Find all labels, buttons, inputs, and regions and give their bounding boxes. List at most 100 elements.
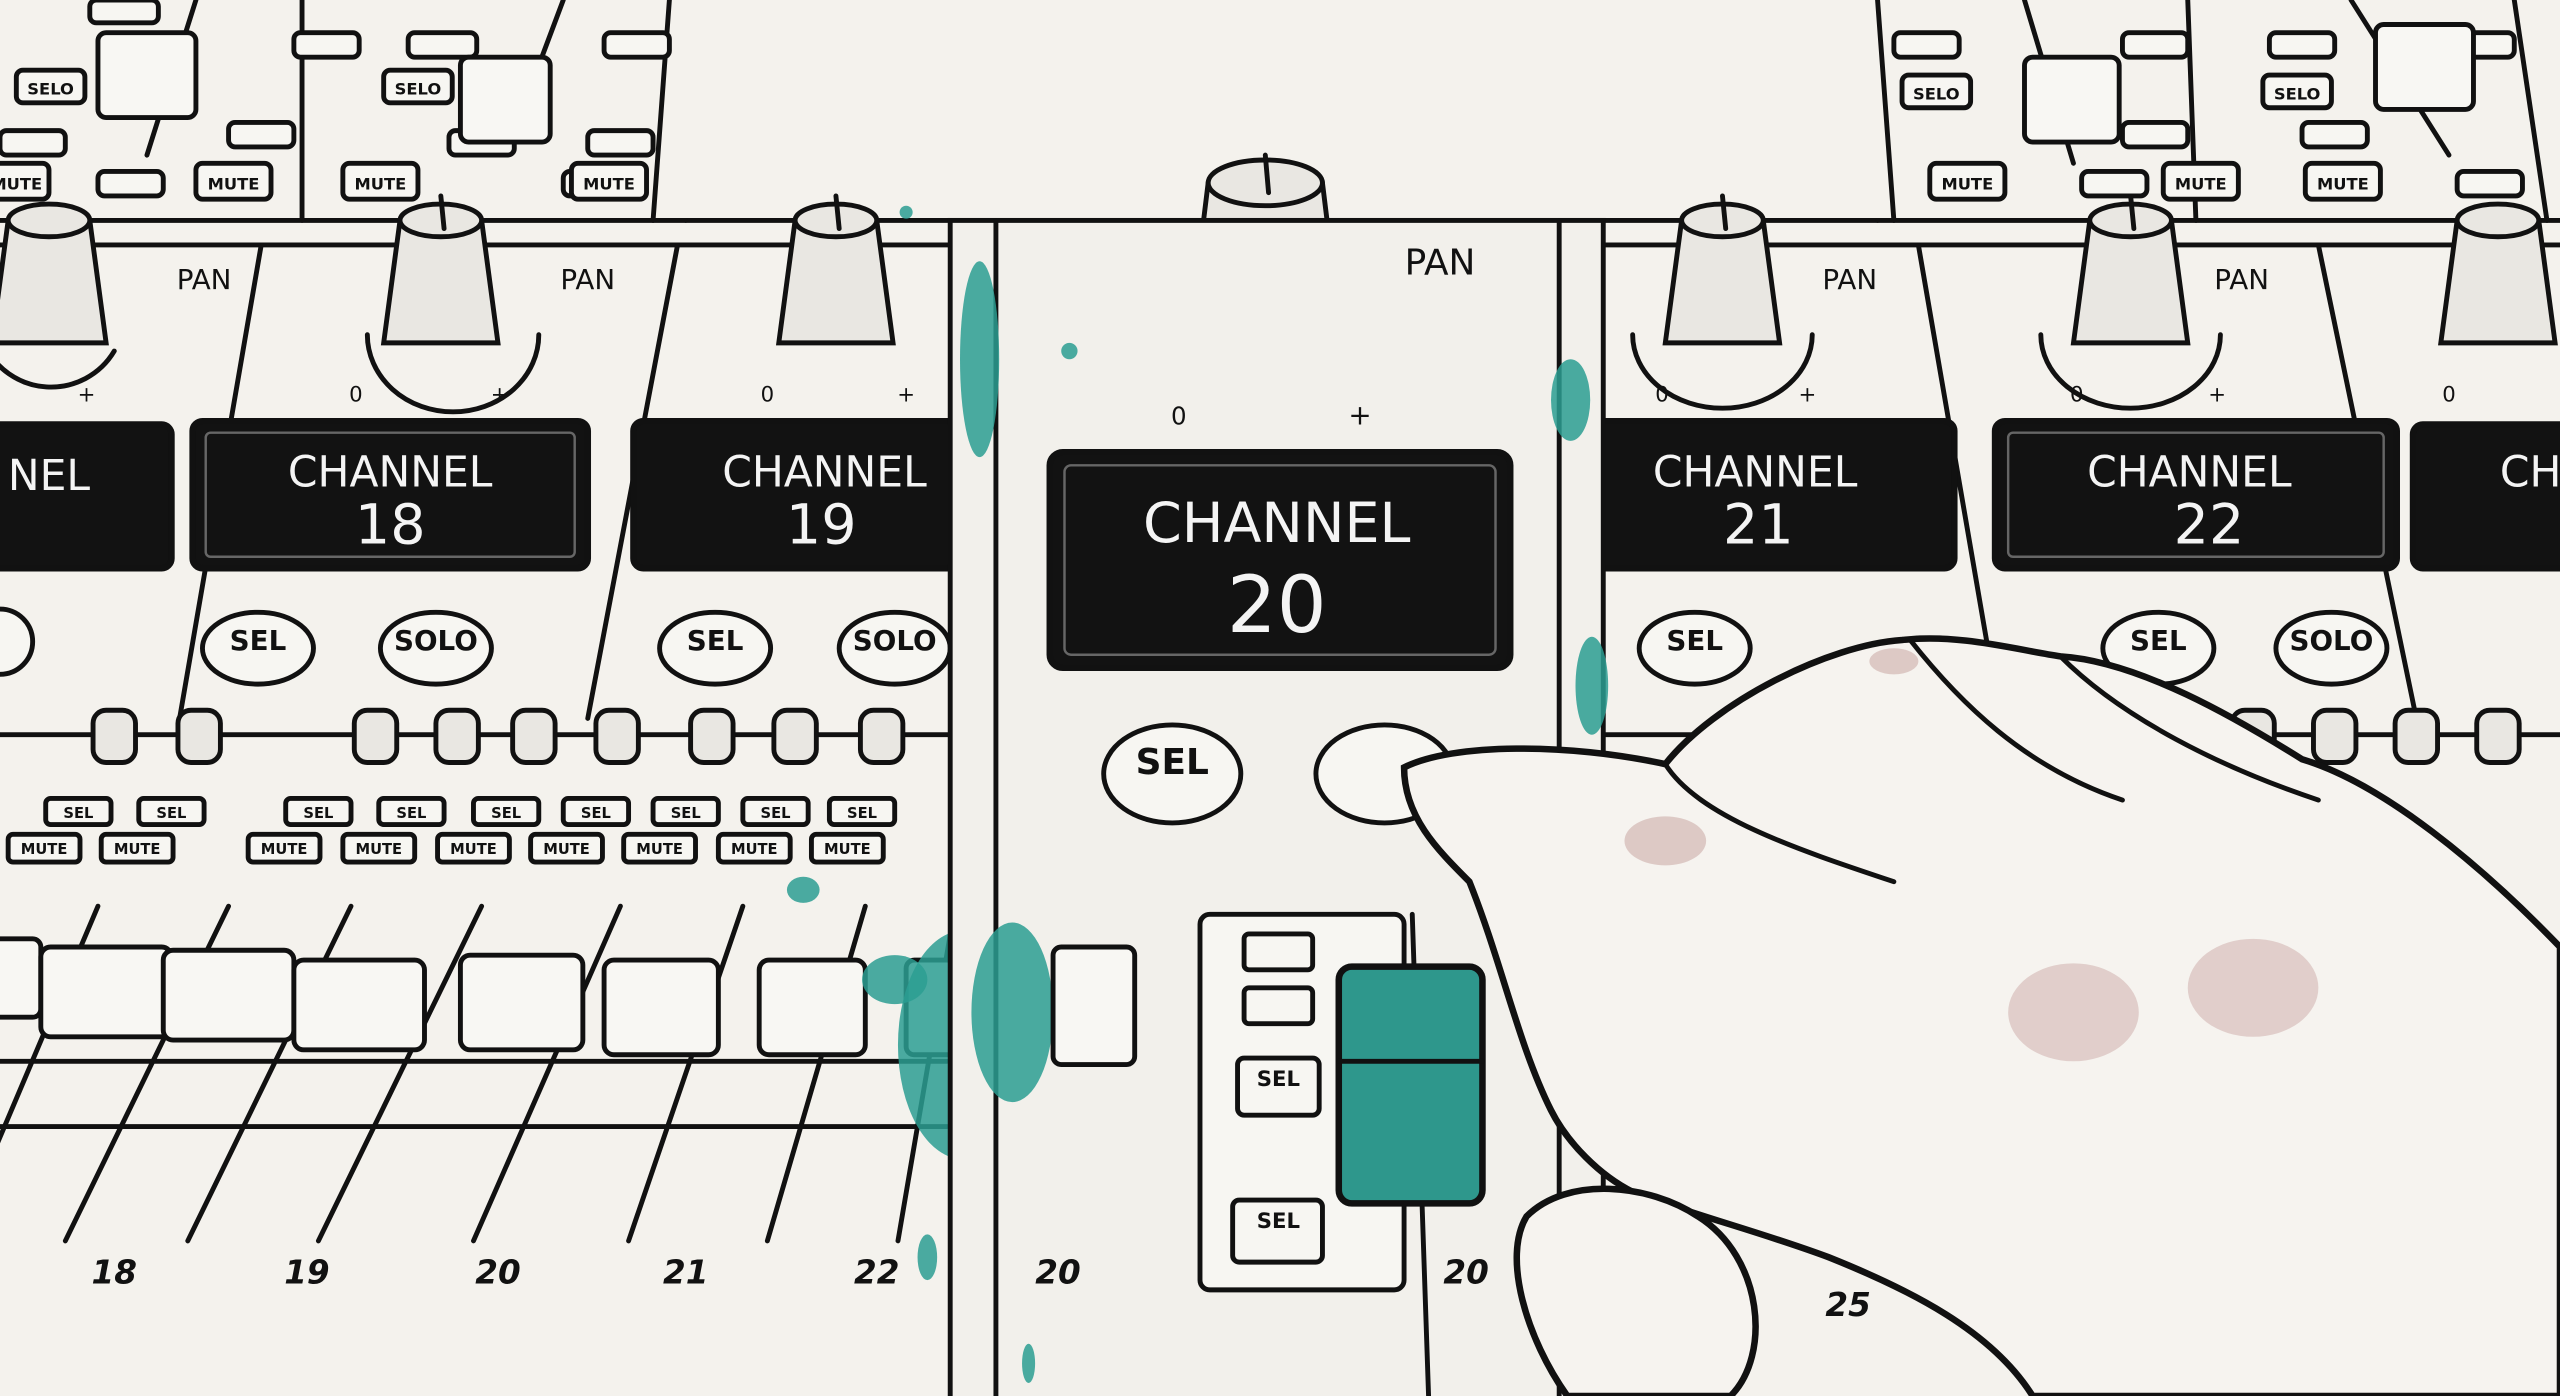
partial_right_display-label: CH <box>2500 449 2560 498</box>
rect-shape <box>2120 30 2191 60</box>
rect-shape <box>2079 168 2150 199</box>
rect-shape <box>1991 417 2400 572</box>
rect-shape <box>601 957 721 1058</box>
buttons-mute-label: MUTE <box>2175 174 2227 193</box>
ellipse-shape <box>2273 609 2390 687</box>
rect-shape <box>283 795 354 827</box>
line-shape <box>1720 193 1729 232</box>
buttons-mute-label: MUTE <box>824 841 871 858</box>
rect-shape <box>90 707 138 765</box>
rect-shape <box>650 795 721 827</box>
buttons-sel-label: SEL <box>230 624 287 657</box>
buttons-sel-label: SEL <box>396 805 426 822</box>
rect-shape <box>1899 72 1974 111</box>
buttons-selo-label: SELO <box>2274 85 2321 104</box>
buttons-mute-label: MUTE <box>0 174 42 193</box>
rect-shape <box>175 707 223 765</box>
rect-shape <box>715 831 793 865</box>
rect-shape <box>160 947 297 1043</box>
pan-knob <box>364 193 542 415</box>
channels-2-label-label: CHANNEL <box>1143 491 1411 556</box>
rect-shape <box>560 795 632 827</box>
path-shape <box>2038 332 2223 411</box>
channels-4-label-label: CHANNEL <box>2087 449 2292 498</box>
buttons-sel-label: SEL <box>761 805 791 822</box>
buttons-sel-label: SEL <box>1257 1209 1300 1234</box>
buttons-sel-label: SEL <box>491 805 521 822</box>
rect-shape <box>2302 160 2383 202</box>
buttons-mute-label: MUTE <box>208 174 260 193</box>
fader_numbers-0-label: 18 <box>92 1253 137 1291</box>
line-shape <box>471 903 623 1244</box>
fader-caps <box>0 936 958 1058</box>
buttons-sel-label: SEL <box>671 805 701 822</box>
pan-max-label: + <box>897 383 915 408</box>
fader_numbers-4-label: 22 <box>854 1253 899 1291</box>
sel-solo-buttons: SEL SOLO SEL SOLO SEL SEL SOLO <box>0 606 2390 687</box>
channels-1-number-label: 19 <box>786 493 857 558</box>
path-shape <box>1662 761 1897 885</box>
rect-shape <box>1335 963 1486 1207</box>
rect-shape <box>340 831 418 865</box>
ellipse-shape <box>1061 342 1078 360</box>
rect-shape <box>193 160 274 202</box>
buttons-sel-label: SEL <box>1257 1067 1300 1092</box>
rect-shape <box>2160 160 2241 202</box>
rect-shape <box>826 795 898 827</box>
line-shape <box>438 193 447 232</box>
rect-shape <box>2299 120 2370 150</box>
rect-shape <box>204 431 576 558</box>
ellipse-shape <box>1575 636 1609 735</box>
buttons-selo-label: SELO <box>27 80 74 99</box>
line-shape <box>626 903 746 1244</box>
rect-shape <box>601 30 672 60</box>
pan-min-label: 0 <box>2070 383 2084 408</box>
buttons-mute-label: MUTE <box>731 841 778 858</box>
fader_numbers-7-label: 25 <box>1825 1286 1870 1324</box>
rect-shape <box>2266 30 2338 60</box>
rect-shape <box>688 707 736 765</box>
path-shape <box>1513 1185 1759 1396</box>
rect-shape <box>43 795 114 827</box>
buttons-mute-label: MUTE <box>21 841 68 858</box>
ellipse-shape <box>657 609 774 687</box>
channel-display-22: CHANNEL 22 <box>1991 417 2400 572</box>
buttons-sel-label: SEL <box>847 805 877 822</box>
channel-display-partial-left: NEL <box>0 421 175 572</box>
rect-shape <box>593 707 641 765</box>
buttons-selo-label: SELO <box>1913 85 1960 104</box>
buttons-mute-label: MUTE <box>355 174 407 193</box>
channels-0-label-label: CHANNEL <box>288 449 493 498</box>
line-shape <box>764 903 868 1244</box>
rect-shape <box>471 795 542 827</box>
rect-shape <box>568 160 649 202</box>
pan-labels: PAN PAN PAN PAN + 0+ 0+ 0+ 0+ 0 <box>78 263 2456 408</box>
rect-shape <box>457 54 553 145</box>
buttons-solo-label: SOLO <box>394 624 478 657</box>
rect-shape <box>38 944 174 1040</box>
rect-shape <box>226 120 297 150</box>
ellipse-shape <box>2454 201 2542 240</box>
rect-shape <box>528 831 605 865</box>
ellipse-shape <box>862 955 928 1005</box>
ellipse-shape <box>2008 963 2139 1062</box>
ellipse-shape <box>5 201 93 240</box>
rect-shape <box>435 831 512 865</box>
buttons-mute-label: MUTE <box>450 841 497 858</box>
buttons-mute-label: MUTE <box>1941 174 1993 193</box>
rect-shape <box>857 707 906 765</box>
path-shape <box>1907 637 2125 803</box>
ellipse-shape <box>960 261 1000 458</box>
ellipse-shape <box>377 609 494 687</box>
rect-shape <box>1891 30 1962 60</box>
channels-1-label-label: CHANNEL <box>722 449 927 498</box>
rect-shape <box>2474 707 2522 765</box>
ellipse-shape <box>1869 648 1919 675</box>
ellipse-shape <box>1624 816 1707 866</box>
buttons-sel-label: SEL <box>303 805 333 822</box>
channel-20-fader-teal[interactable] <box>1335 963 1486 1207</box>
pan-max-label: + <box>2208 383 2226 408</box>
rect-shape <box>1241 931 1316 973</box>
pan-label-label: PAN <box>177 263 232 296</box>
rect-shape <box>340 160 421 202</box>
